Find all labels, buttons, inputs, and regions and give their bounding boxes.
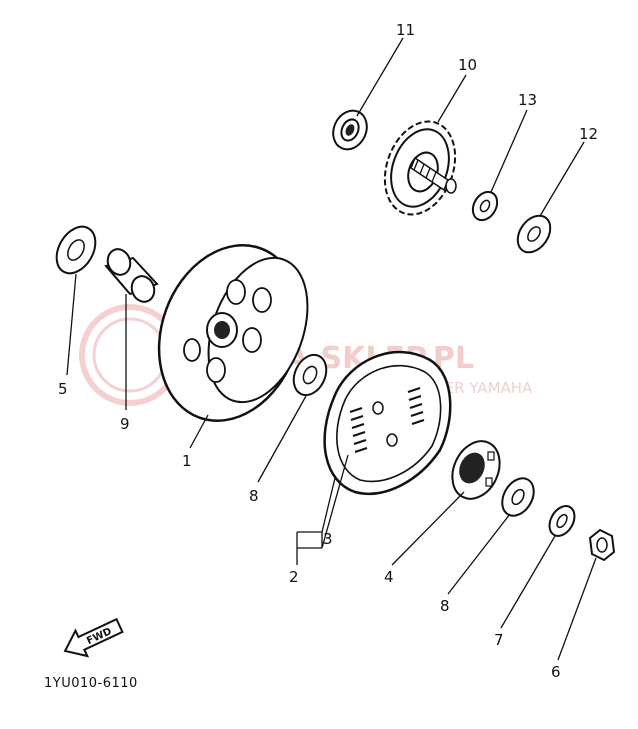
part-13-washer	[471, 190, 499, 222]
part-4-hub	[451, 440, 501, 500]
part-number-labels: 11 10 13 12 5 9 1 8 3 2 4 8 7 6	[58, 21, 598, 681]
label-8-lower: 8	[440, 597, 450, 615]
clutch-spring-right	[407, 386, 425, 426]
part-10-gear	[383, 120, 457, 216]
label-1: 1	[182, 452, 192, 470]
label-13: 13	[518, 91, 537, 109]
part-12-washer	[516, 214, 552, 254]
forward-direction-arrow: FWD	[63, 617, 124, 658]
part-8-washer-upper	[292, 353, 328, 397]
label-12: 12	[579, 125, 598, 143]
drawing-code: 1YU010-6110	[44, 676, 138, 691]
part-11-bearing	[332, 109, 368, 151]
label-4: 4	[384, 568, 394, 586]
leader-lines	[66, 37, 597, 661]
label-10: 10	[458, 56, 477, 74]
label-8-upper: 8	[249, 487, 259, 505]
label-5: 5	[58, 380, 68, 398]
part-2-clutch-carrier	[323, 350, 452, 495]
part-5-washer	[55, 225, 97, 275]
clutch-spring-left	[349, 406, 368, 454]
part-9-bushing	[104, 248, 159, 303]
label-9: 9	[120, 415, 130, 433]
label-11: 11	[396, 21, 415, 39]
label-6: 6	[551, 663, 561, 681]
part-7-spring-washer	[548, 505, 576, 537]
part-6-nut	[588, 528, 616, 562]
part-1-clutch-housing	[157, 244, 309, 422]
part-8-washer-lower	[501, 477, 535, 517]
label-7: 7	[494, 631, 504, 649]
label-3: 3	[323, 530, 333, 548]
label-2: 2	[289, 568, 299, 586]
